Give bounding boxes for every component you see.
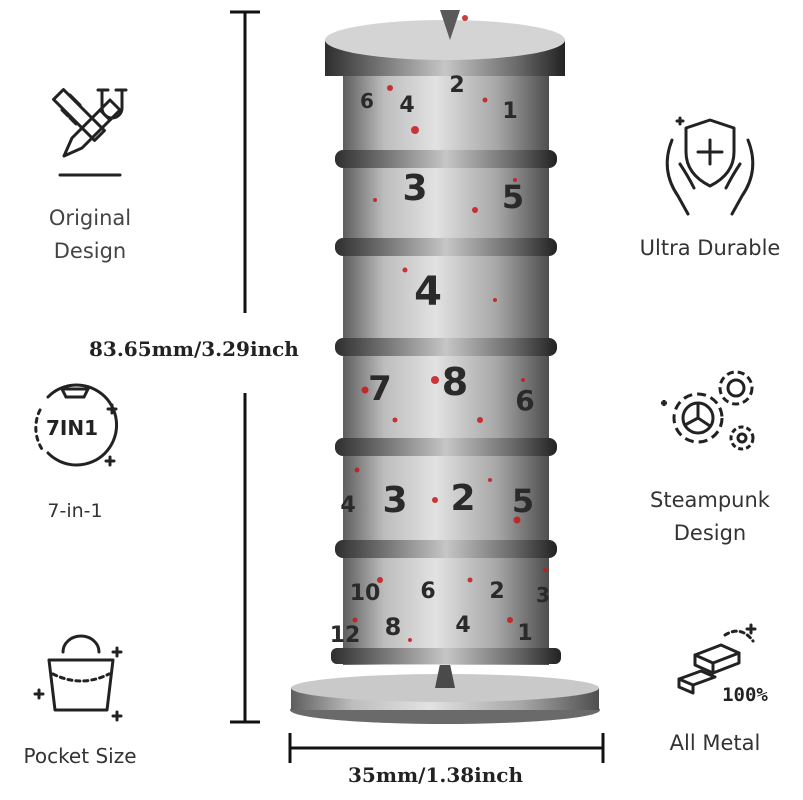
feature-label: Ultra Durable bbox=[639, 236, 781, 260]
feature-label: 7-in-1 bbox=[47, 500, 103, 522]
die-number: 1 bbox=[502, 99, 517, 124]
feature-original-design: Original Design bbox=[10, 80, 170, 268]
die-number: 6 bbox=[515, 384, 534, 417]
width-dimension-label: 35mm/1.38inch bbox=[348, 763, 524, 787]
die-number: 6 bbox=[420, 579, 435, 604]
seven-in-one-badge-text: 7IN1 bbox=[46, 416, 98, 440]
shield-hands-icon bbox=[665, 116, 755, 216]
die-number: 4 bbox=[340, 493, 355, 518]
die-number: 10 bbox=[350, 581, 381, 606]
feature-steampunk-design: Steampunk Design bbox=[620, 360, 800, 550]
die-number: 3 bbox=[382, 480, 407, 521]
feature-all-metal: 100% All Metal bbox=[625, 615, 803, 760]
die-number: 8 bbox=[442, 360, 468, 404]
feature-label: Pocket Size bbox=[23, 744, 137, 768]
feature-label: All Metal bbox=[669, 731, 761, 755]
dice-tower-image: 6 4 2 1 3 5 4 7 8 6 4 3 2 5 10 6 2 3 12 … bbox=[290, 10, 600, 724]
die-number: 4 bbox=[455, 613, 470, 638]
die-number: 5 bbox=[502, 178, 524, 216]
die-number: 1 bbox=[517, 621, 532, 646]
feature-pocket-size: Pocket Size bbox=[0, 630, 160, 773]
die-number: 6 bbox=[360, 89, 374, 113]
all-metal-badge-text: 100% bbox=[722, 684, 768, 706]
die-number: 2 bbox=[449, 73, 464, 98]
feature-ultra-durable: Ultra Durable bbox=[615, 110, 803, 265]
die-number: 3 bbox=[402, 168, 427, 209]
die-number: 7 bbox=[368, 369, 392, 409]
die-number: 3 bbox=[536, 583, 550, 607]
pocket-bag-icon bbox=[33, 634, 123, 722]
width-dimension-line bbox=[288, 733, 605, 763]
feature-label: Original Design bbox=[48, 206, 132, 263]
die-number: 4 bbox=[399, 93, 414, 118]
pencil-ruler-magnet-icon bbox=[52, 88, 128, 177]
die-number: 12 bbox=[330, 623, 361, 648]
feature-7-in-1: 7IN1 7-in-1 bbox=[0, 375, 150, 528]
die-number: 2 bbox=[489, 579, 504, 604]
die-number: 4 bbox=[414, 269, 442, 315]
metal-bars-icon: 100% bbox=[677, 623, 768, 706]
height-dimension-label: 83.65mm/3.29inch bbox=[89, 337, 299, 361]
die-number: 8 bbox=[385, 613, 402, 641]
height-dimension-line bbox=[230, 10, 260, 724]
feature-label: Steampunk Design bbox=[650, 488, 770, 545]
seven-in-one-badge-icon: 7IN1 bbox=[34, 383, 119, 467]
gears-icon bbox=[661, 370, 755, 451]
die-number: 5 bbox=[512, 482, 534, 520]
die-number: 2 bbox=[450, 478, 475, 519]
